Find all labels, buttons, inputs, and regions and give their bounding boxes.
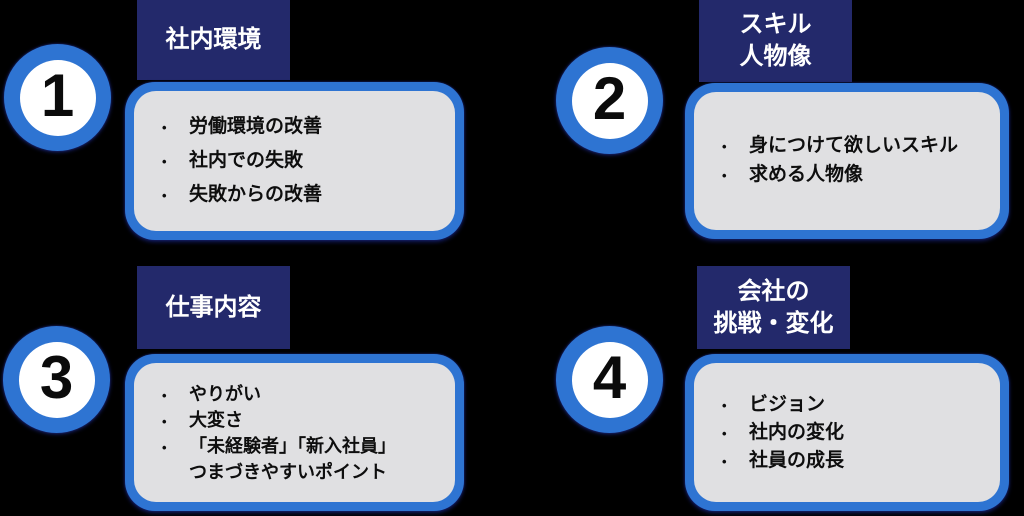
bullet-dot-icon: • [162, 439, 167, 455]
bullet-item: • 労働環境の改善 [162, 110, 443, 144]
bullet-dot-icon: • [162, 154, 167, 169]
section-4-panel: • ビジョン • 社内の変化 • 社員の成長 [685, 354, 1009, 511]
section-2-number-badge-inner: 2 [571, 62, 648, 139]
bullet-dot-icon: • [162, 413, 167, 429]
bullet-dot-icon: • [162, 120, 167, 135]
section-number: 4 [592, 343, 627, 411]
section-number: 2 [592, 64, 627, 132]
bullet-item: • 身につけて欲しいスキル [722, 132, 988, 161]
bullet-item: • 大変さ [162, 408, 443, 434]
section-4-number-badge: 4 [556, 326, 663, 433]
section-1-panel-body: • 労働環境の改善 • 社内での失敗 • 失敗からの改善 [134, 91, 455, 231]
section-title: スキル 人物像 [739, 11, 812, 70]
section-4-panel-body: • ビジョン • 社内の変化 • 社員の成長 [694, 363, 1000, 502]
section-3-panel: • やりがい • 大変さ • 「未経験者」「新入社員」 つまづきやすいポイント [125, 354, 464, 511]
bullet-item: • ビジョン [722, 391, 988, 419]
bullet-dot-icon: • [722, 139, 727, 154]
bullet-dot-icon: • [722, 168, 727, 183]
section-2-panel: • 身につけて欲しいスキル • 求める人物像 [685, 83, 1009, 239]
section-4-number-badge-inner: 4 [571, 341, 648, 418]
section-3-panel-body: • やりがい • 大変さ • 「未経験者」「新入社員」 つまづきやすいポイント [134, 363, 455, 502]
bullet-text: 社内での失敗 [189, 150, 304, 171]
bullet-dot-icon: • [162, 387, 167, 403]
bullet-dot-icon: • [722, 453, 727, 469]
section-title: 会社の 挑戦・変化 [713, 277, 834, 337]
bullet-text: 大変さ [189, 409, 243, 430]
section-1-number-badge-inner: 1 [19, 59, 96, 136]
bullet-text: やりがい [189, 383, 261, 404]
bullet-text: 社内の変化 [749, 421, 845, 443]
bullet-dot-icon: • [162, 188, 167, 203]
bullet-text: 労働環境の改善 [189, 116, 323, 137]
bullet-item: • 社内での失敗 [162, 144, 443, 178]
bullet-text: ビジョン [749, 393, 826, 415]
bullet-text: つまづきやすいポイント [189, 461, 387, 482]
section-1-title-tab: 社内環境 [137, 0, 290, 80]
section-2-number-badge: 2 [556, 47, 663, 154]
section-3-number-badge: 3 [3, 326, 110, 433]
section-3-title-tab: 仕事内容 [137, 266, 290, 349]
section-1-panel: • 労働環境の改善 • 社内での失敗 • 失敗からの改善 [125, 82, 464, 240]
section-number: 3 [39, 343, 74, 411]
bullet-text: 身につけて欲しいスキル [749, 135, 959, 156]
bullet-item: • 失敗からの改善 [162, 178, 443, 212]
section-1-number-badge: 1 [4, 44, 111, 151]
section-title: 社内環境 [165, 26, 262, 53]
bullet-item: • やりがい [162, 382, 443, 408]
section-2-title-tab: スキル 人物像 [699, 0, 852, 82]
section-2-panel-body: • 身につけて欲しいスキル • 求める人物像 [694, 92, 1000, 230]
bullet-item: • 社内の変化 [722, 419, 988, 447]
bullet-item: • 社員の成長 [722, 447, 988, 475]
section-number: 1 [40, 61, 75, 129]
bullet-text: 求める人物像 [749, 164, 864, 185]
bullet-text: 「未経験者」「新入社員」 [189, 435, 396, 456]
section-4-title-tab: 会社の 挑戦・変化 [697, 266, 850, 349]
section-3-number-badge-inner: 3 [18, 341, 95, 418]
bullet-item-continuation: つまづきやすいポイント [162, 460, 443, 484]
bullet-text: 社員の成長 [749, 449, 845, 471]
bullet-item: • 「未経験者」「新入社員」 [162, 434, 443, 460]
bullet-item: • 求める人物像 [722, 161, 988, 190]
bullet-dot-icon: • [722, 397, 727, 413]
bullet-text: 失敗からの改善 [189, 184, 323, 205]
bullet-dot-icon: • [722, 425, 727, 441]
section-title: 仕事内容 [165, 293, 262, 321]
